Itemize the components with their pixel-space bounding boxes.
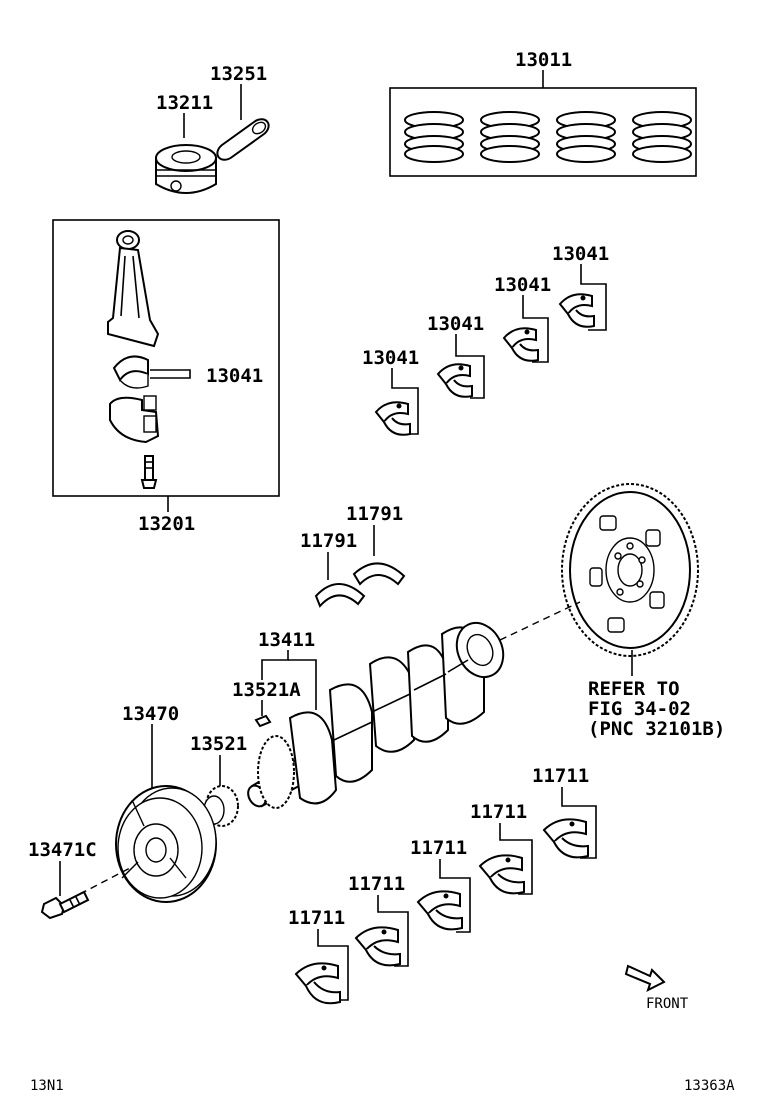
label-main-bearing-2[interactable]: 11711 bbox=[470, 801, 527, 823]
label-piston-rings[interactable]: 13011 bbox=[515, 49, 572, 71]
reference-line-1[interactable]: REFER TO bbox=[588, 678, 680, 700]
label-timing-gear[interactable]: 13521 bbox=[190, 733, 247, 755]
main-bearing-5[interactable] bbox=[294, 962, 341, 1005]
ring-set-3[interactable] bbox=[556, 111, 616, 163]
conrod-cap[interactable] bbox=[109, 395, 160, 444]
label-main-bearing-5[interactable]: 11711 bbox=[288, 907, 345, 929]
piston-rings-frame bbox=[389, 87, 697, 177]
bearing-c[interactable] bbox=[502, 327, 539, 362]
bearing-b[interactable] bbox=[436, 363, 473, 398]
bearing-a[interactable] bbox=[374, 401, 411, 436]
conrod-group: 13041 13201 bbox=[52, 219, 280, 535]
pulley-bolt-group: 13471C bbox=[28, 839, 97, 920]
pulley-group: 13470 bbox=[79, 703, 217, 903]
piston-group: 13251 13211 bbox=[155, 63, 270, 194]
ring-set-4[interactable] bbox=[632, 111, 692, 163]
leader-bearing-d bbox=[580, 264, 607, 331]
label-piston[interactable]: 13211 bbox=[156, 92, 213, 114]
label-conrod-assembly[interactable]: 13201 bbox=[138, 513, 195, 535]
crank-pulley[interactable] bbox=[115, 785, 217, 903]
label-main-bearing-1[interactable]: 11711 bbox=[532, 765, 589, 787]
leader-crankshaft-b bbox=[288, 659, 317, 710]
drive-plate[interactable] bbox=[561, 483, 699, 657]
ring-set-2[interactable] bbox=[480, 111, 540, 163]
leader-bearing-b bbox=[455, 334, 485, 399]
leader-main-bearing-2 bbox=[499, 823, 533, 895]
conrod-frame bbox=[52, 219, 280, 497]
pulley-bolt-axis bbox=[79, 867, 131, 895]
crankshaft-group: 13411 bbox=[245, 601, 581, 809]
conrod-bolt[interactable] bbox=[140, 455, 158, 489]
piston-pin[interactable] bbox=[216, 118, 270, 161]
label-bearing-a[interactable]: 13041 bbox=[362, 347, 419, 369]
conrod-bearings-group: 13041 13041 13041 13041 bbox=[362, 243, 609, 436]
timing-gear[interactable] bbox=[203, 735, 295, 827]
footer-left-code[interactable]: 13N1 bbox=[30, 1078, 64, 1094]
leader-bearing-c bbox=[522, 295, 549, 363]
label-pulley[interactable]: 13470 bbox=[122, 703, 179, 725]
thrust-washer-2[interactable] bbox=[352, 562, 406, 586]
reference-line-3[interactable]: (PNC 32101B) bbox=[588, 718, 725, 740]
label-pulley-bolt[interactable]: 13471C bbox=[28, 839, 97, 861]
label-bearing-c[interactable]: 13041 bbox=[494, 274, 551, 296]
reference-line-2[interactable]: FIG 34-02 bbox=[588, 698, 691, 720]
leader-main-bearing-3 bbox=[439, 859, 471, 933]
conrod-upper-bearing[interactable] bbox=[112, 355, 149, 389]
label-crank-key[interactable]: 13521A bbox=[232, 679, 301, 701]
leader-main-bearing-4 bbox=[377, 895, 409, 967]
label-bearing-d[interactable]: 13041 bbox=[552, 243, 609, 265]
main-bearing-3[interactable] bbox=[416, 890, 463, 931]
front-indicator: FRONT bbox=[624, 964, 689, 1012]
crankshaft[interactable] bbox=[245, 615, 512, 809]
front-arrow-icon bbox=[624, 964, 666, 992]
pulley-bolt[interactable] bbox=[40, 890, 90, 920]
timing-gear-group: 13521 bbox=[190, 733, 295, 827]
leader-crankshaft-a bbox=[261, 650, 289, 680]
label-bearing-b[interactable]: 13041 bbox=[427, 313, 484, 335]
label-thrust-washer-2[interactable]: 11791 bbox=[346, 503, 403, 525]
main-bearings-group: 11711 11711 11711 11711 bbox=[288, 765, 597, 1005]
crank-key[interactable] bbox=[254, 714, 272, 728]
leader-bearing-a bbox=[391, 368, 419, 435]
footer-right-code[interactable]: 13363A bbox=[684, 1078, 735, 1094]
label-main-bearing-4[interactable]: 11711 bbox=[348, 873, 405, 895]
thrust-washers-group: 11791 11791 bbox=[300, 503, 406, 608]
label-crankshaft[interactable]: 13411 bbox=[258, 629, 315, 651]
main-bearing-1[interactable] bbox=[542, 818, 589, 859]
leader-conrod-bearing bbox=[150, 369, 191, 379]
label-main-bearing-3[interactable]: 11711 bbox=[410, 837, 467, 859]
label-conrod-bearing[interactable]: 13041 bbox=[206, 365, 263, 387]
bearing-d[interactable] bbox=[558, 293, 595, 328]
crank-axis-dash bbox=[499, 601, 581, 641]
reference-note: REFER TO FIG 34-02 (PNC 32101B) bbox=[588, 678, 725, 740]
piston-rings-group: 13011 bbox=[389, 49, 697, 177]
leader-main-bearing-5 bbox=[317, 929, 349, 1001]
thrust-washer-1[interactable] bbox=[314, 583, 366, 608]
label-piston-pin[interactable]: 13251 bbox=[210, 63, 267, 85]
main-bearing-2[interactable] bbox=[478, 854, 525, 895]
piston[interactable] bbox=[155, 144, 217, 194]
main-bearing-4[interactable] bbox=[354, 926, 401, 967]
crank-key-group: 13521A bbox=[232, 679, 301, 728]
label-thrust-washer-1[interactable]: 11791 bbox=[300, 530, 357, 552]
connecting-rod[interactable] bbox=[107, 230, 160, 348]
ring-set-1[interactable] bbox=[404, 111, 464, 163]
front-label[interactable]: FRONT bbox=[646, 996, 689, 1012]
leader-main-bearing-1 bbox=[561, 787, 597, 859]
